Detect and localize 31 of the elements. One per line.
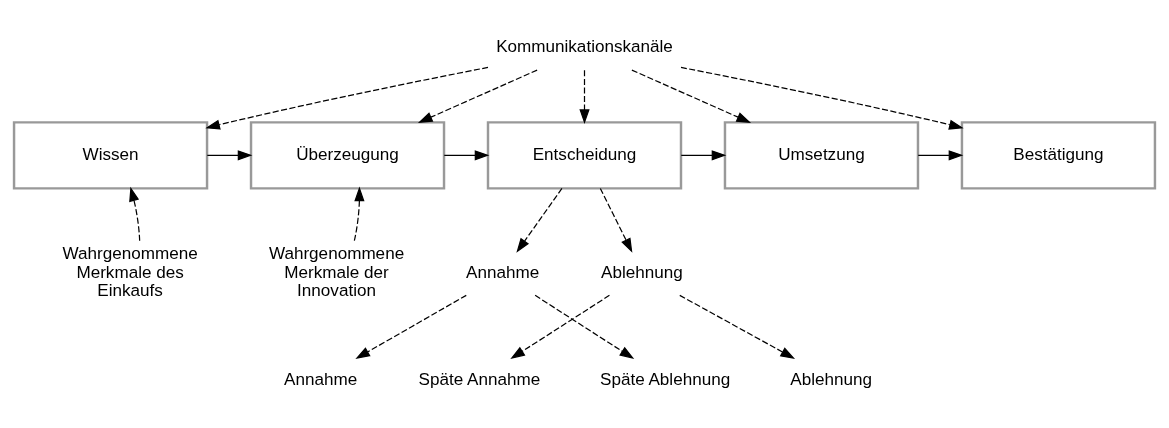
node-box: Umsetzung [723, 121, 920, 190]
node-text: Ablehnung [790, 369, 873, 389]
arrow [917, 150, 964, 161]
arrow [680, 150, 727, 161]
arrow [355, 294, 467, 359]
arrow [631, 69, 752, 123]
arrow [206, 150, 253, 161]
arrow [129, 186, 141, 242]
node-text: Späte Annahme [418, 369, 541, 389]
node-text: Annahme [284, 369, 358, 389]
node-text: Wahrgenommene Merkmale des Einkaufs [62, 244, 198, 301]
arrow [417, 69, 538, 123]
node-text: Kommunikationskanäle [496, 37, 673, 57]
node-text: Ablehnung [601, 262, 683, 282]
node-box: Wissen [12, 121, 209, 190]
arrow [599, 187, 633, 253]
node-text: Wahrgenommene Merkmale der Innovation [268, 244, 405, 301]
arrow [679, 294, 796, 359]
node-box: Bestätigung [960, 121, 1157, 190]
arrow [579, 69, 590, 124]
arrow [510, 294, 611, 360]
node-text: Annahme [466, 262, 540, 282]
arrow [443, 150, 490, 161]
node-box: Überzeugung [249, 121, 446, 190]
arrow [680, 66, 964, 130]
arrow [353, 186, 365, 242]
arrow [205, 66, 489, 130]
node-text: Späte Ablehnung [600, 369, 731, 389]
arrow [534, 294, 635, 360]
node-box: Entscheidung [486, 121, 683, 190]
arrow [516, 187, 563, 253]
